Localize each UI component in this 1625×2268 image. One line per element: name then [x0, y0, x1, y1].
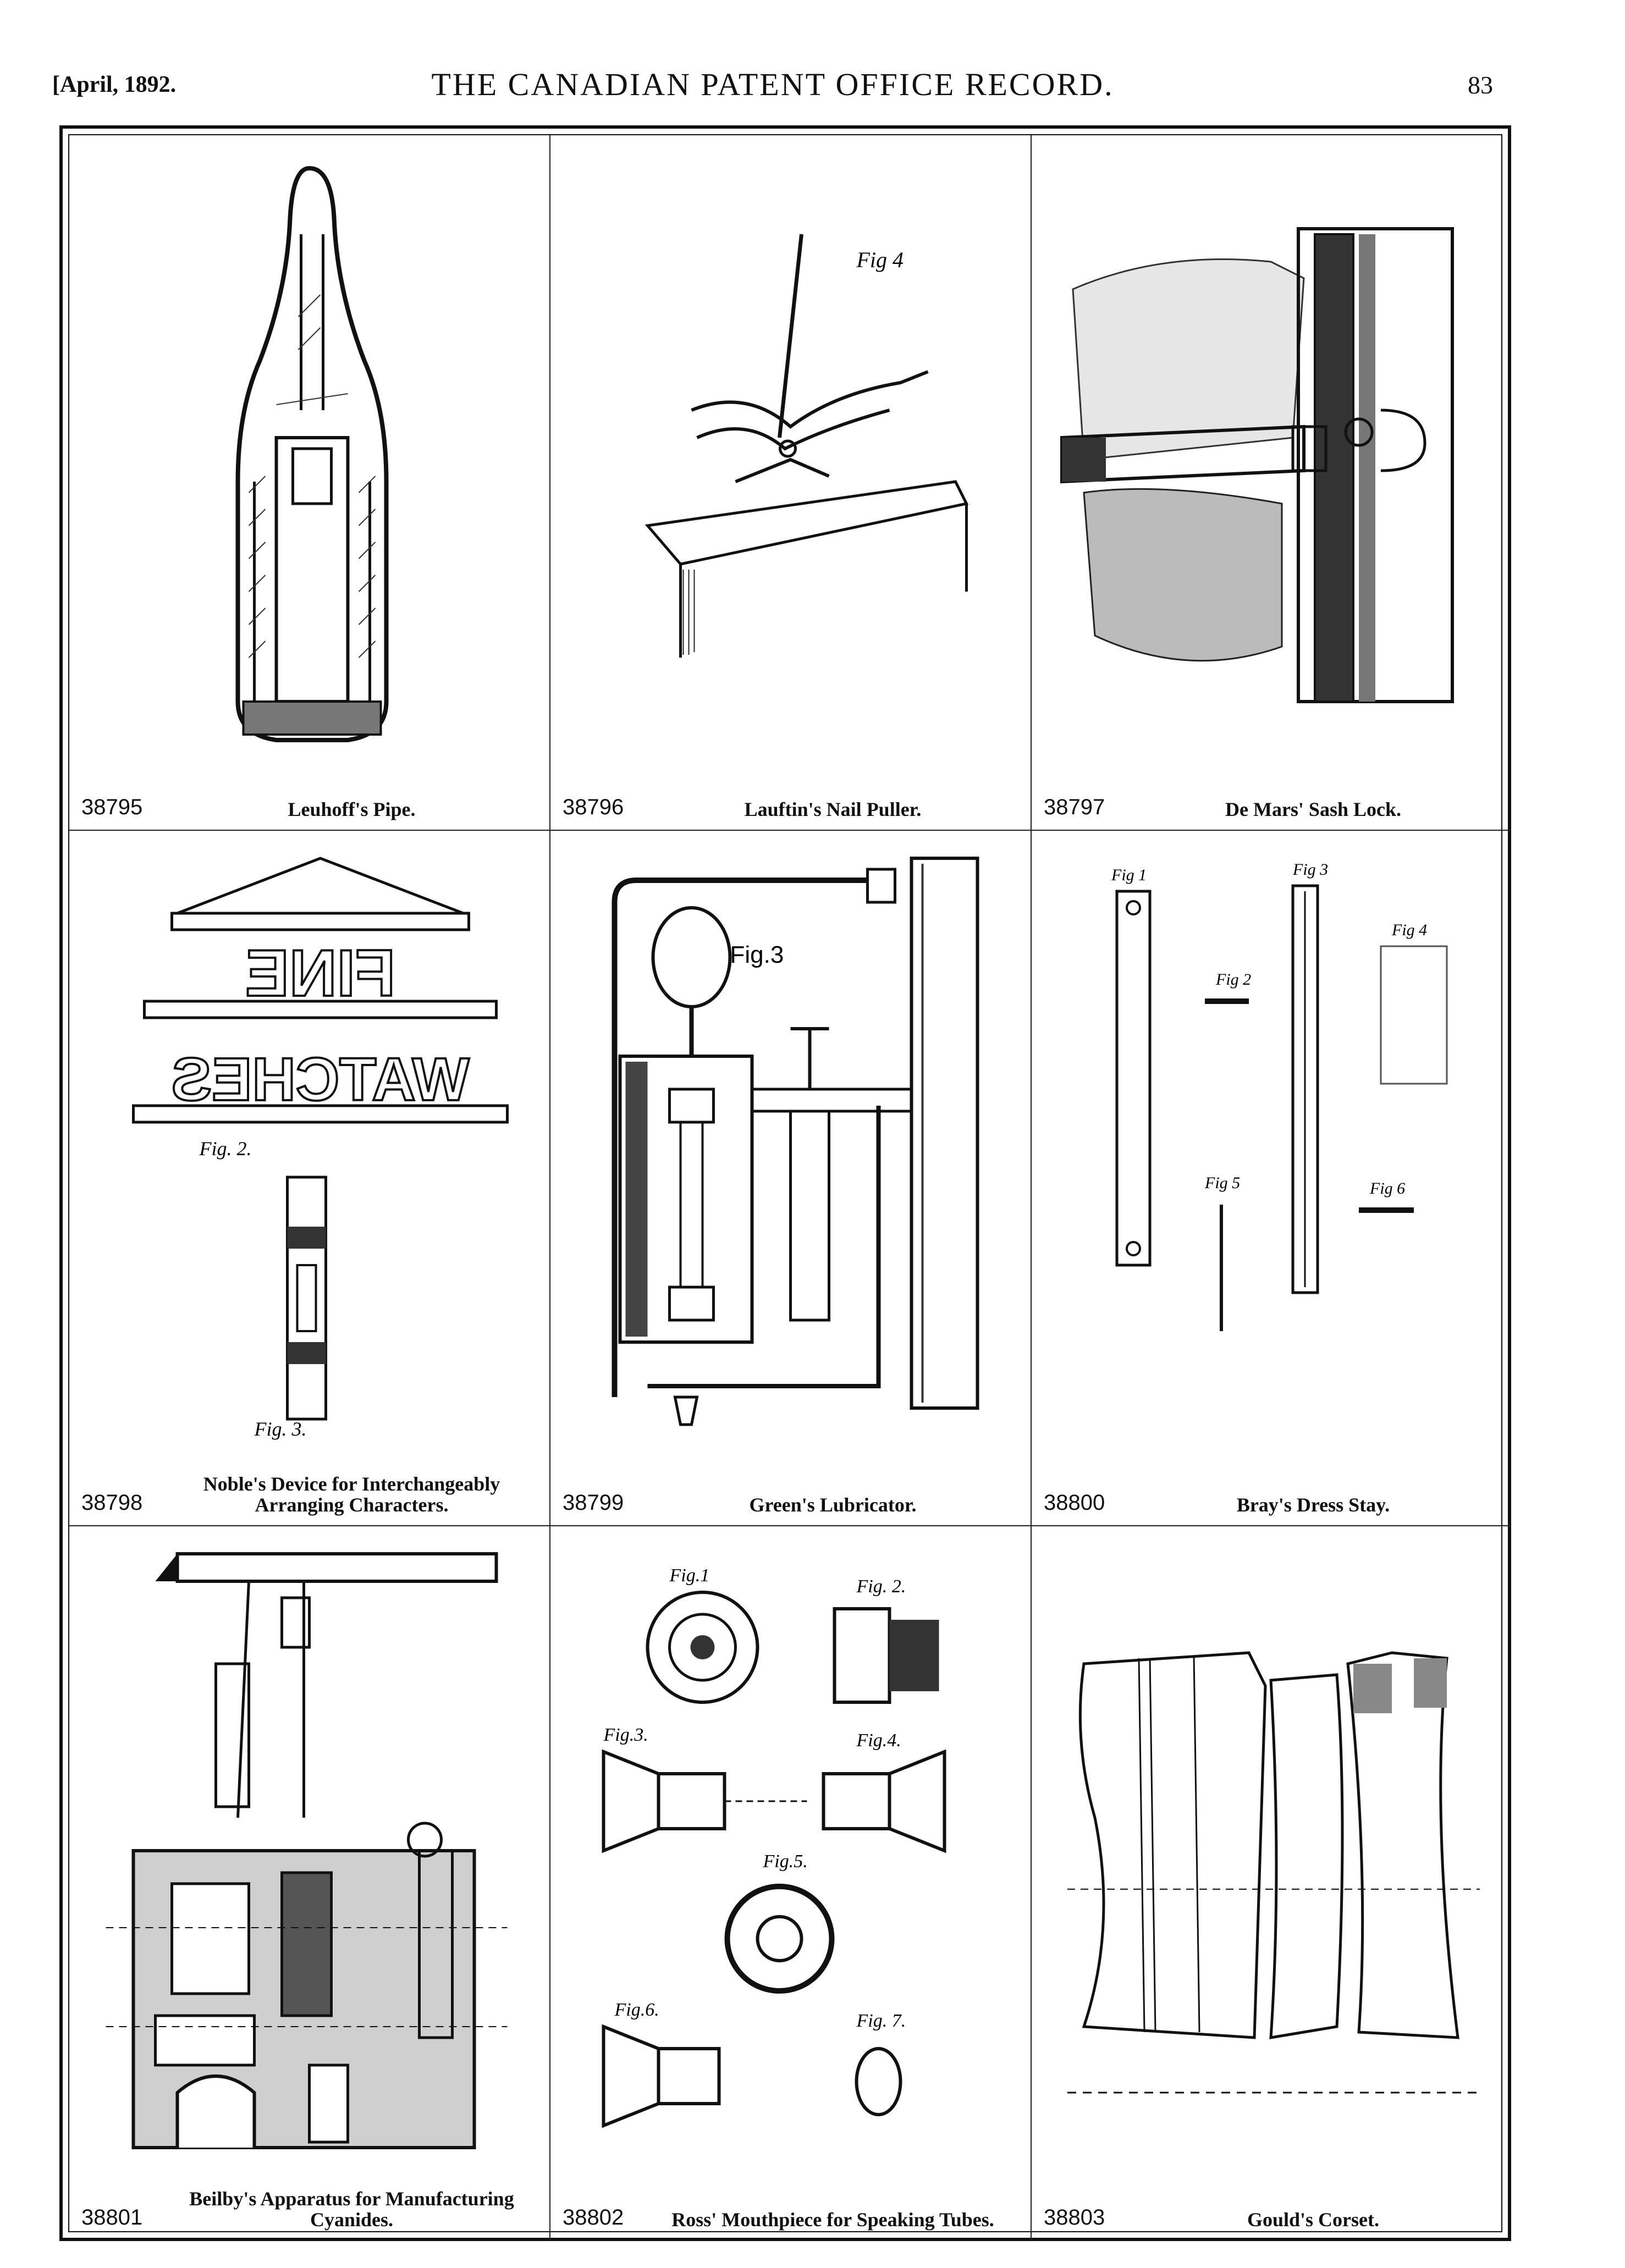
pipe-drawing — [86, 152, 533, 757]
patent-title-line-1: Beilby's Apparatus for Manufacturing — [189, 2188, 514, 2210]
svg-text:Fig.1: Fig.1 — [669, 1565, 710, 1586]
cyanide-apparatus-drawing — [86, 1543, 533, 2159]
patent-caption: 38800 Bray's Dress Stay. — [1044, 1471, 1500, 1515]
svg-text:Fig 3: Fig 3 — [1292, 860, 1328, 879]
lubricator-drawing: Fig.3 — [567, 847, 1014, 1452]
patent-number: 38798 — [81, 1491, 143, 1515]
corset-illustration — [1067, 1651, 1480, 2094]
svg-text:Fig 1: Fig 1 — [1111, 866, 1147, 884]
plate-inner-border: 38795 Leuhoff's Pipe. — [68, 134, 1510, 2240]
patent-caption: 38799 Green's Lubricator. — [563, 1471, 1021, 1515]
plate-frame: 38795 Leuhoff's Pipe. — [59, 125, 1511, 2241]
svg-text:Fig. 2.: Fig. 2. — [199, 1138, 252, 1160]
patent-title: Noble's Device for Interchangeably Arran… — [164, 1474, 539, 1515]
svg-text:Fig 2: Fig 2 — [1215, 970, 1251, 989]
patent-cell-38801: 38801 Beilby's Apparatus for Manufacturi… — [69, 1526, 550, 2240]
patent-number: 38800 — [1044, 1491, 1105, 1515]
svg-text:Fig 6: Fig 6 — [1369, 1179, 1405, 1198]
patent-title: Lauftin's Nail Puller. — [744, 798, 922, 820]
sash-lock-illustration — [1060, 227, 1454, 703]
lubricator-illustration: Fig.3 — [612, 857, 979, 1426]
patent-title: Ross' Mouthpiece for Speaking Tubes. — [671, 2209, 994, 2231]
patent-title: Beilby's Apparatus for Manufacturing Cya… — [164, 2188, 539, 2230]
patent-grid: 38795 Leuhoff's Pipe. — [69, 135, 1510, 2240]
patent-title-line-2: Arranging Characters. — [255, 1494, 449, 1516]
patent-caption: 38795 Leuhoff's Pipe. — [81, 776, 539, 820]
cyanide-apparatus-illustration — [106, 1552, 508, 2149]
dress-stay-drawing: Fig 1 Fig 2 Fig 3 Fig 4 Fig 5 Fig 6 — [1048, 847, 1494, 1441]
patent-number: 38802 — [563, 2205, 624, 2230]
patent-caption: 38803 Gould's Corset. — [1044, 2186, 1500, 2230]
svg-text:FINE: FINE — [245, 936, 395, 1010]
patent-cell-38803: 38803 Gould's Corset. — [1032, 1526, 1510, 2240]
svg-text:Fig. 2.: Fig. 2. — [856, 1576, 906, 1597]
patent-cell-38795: 38795 Leuhoff's Pipe. — [69, 135, 550, 831]
patent-caption: 38798 Noble's Device for Interchangeably… — [81, 1471, 539, 1515]
mouthpiece-illustration: Fig.1 Fig. 2. Fig.3. Fig.4. Fig.5. Fig.6… — [602, 1565, 946, 2128]
patent-caption: 38796 Lauftin's Nail Puller. — [563, 776, 1021, 820]
patent-title: Gould's Corset. — [1247, 2209, 1379, 2231]
patent-caption: 38802 Ross' Mouthpiece for Speaking Tube… — [563, 2186, 1021, 2230]
patent-title: Bray's Dress Stay. — [1236, 1494, 1390, 1516]
pipe-illustration — [235, 165, 389, 742]
character-device-illustration: FINE WATCHES Fig. 2. Fig. 3. — [132, 857, 509, 1440]
patent-number: 38796 — [563, 795, 624, 819]
patent-number: 38803 — [1044, 2205, 1105, 2230]
patent-number: 38799 — [563, 1491, 624, 1515]
svg-text:Fig. 3.: Fig. 3. — [254, 1418, 307, 1440]
patent-number: 38797 — [1044, 795, 1105, 819]
sash-lock-drawing — [1048, 152, 1494, 757]
character-device-drawing: FINE WATCHES Fig. 2. Fig. 3. — [86, 847, 533, 1441]
publication-title: THE CANADIAN PATENT OFFICE RECORD. — [431, 67, 1114, 102]
patent-title-line-1: Noble's Device for Interchangeably — [203, 1473, 500, 1495]
patent-title: De Mars' Sash Lock. — [1225, 798, 1401, 820]
patent-cell-38800: Fig 1 Fig 2 Fig 3 Fig 4 Fig 5 Fig 6 3880… — [1032, 831, 1510, 1526]
patent-title: Leuhoff's Pipe. — [288, 798, 416, 820]
nail-puller-drawing: Fig 4 — [567, 152, 1014, 757]
svg-text:WATCHES: WATCHES — [172, 1046, 470, 1113]
svg-text:Fig.5.: Fig.5. — [763, 1851, 808, 1872]
corset-drawing — [1048, 1543, 1494, 2159]
patent-title-line-2: Cyanides. — [310, 2209, 394, 2231]
patent-cell-38797: 38797 De Mars' Sash Lock. — [1032, 135, 1510, 831]
patent-number: 38801 — [81, 2205, 143, 2230]
patent-caption: 38797 De Mars' Sash Lock. — [1044, 776, 1500, 820]
patent-number: 38795 — [81, 795, 143, 819]
issue-date: [April, 1892. — [52, 72, 177, 97]
svg-text:Fig 4: Fig 4 — [856, 247, 904, 272]
patent-title: Green's Lubricator. — [749, 1494, 917, 1516]
patent-cell-38798: FINE WATCHES Fig. 2. Fig. 3. 38798 Noble… — [69, 831, 550, 1526]
patent-cell-38799: Fig.3 38799 Green's Lubricator. — [550, 831, 1032, 1526]
svg-text:Fig 5: Fig 5 — [1204, 1174, 1240, 1192]
mouthpiece-drawing: Fig.1 Fig. 2. Fig.3. Fig.4. Fig.5. Fig.6… — [567, 1543, 1014, 2159]
page-number: 83 — [1468, 71, 1493, 99]
page-header: [April, 1892. THE CANADIAN PATENT OFFICE… — [52, 66, 1493, 110]
svg-text:Fig.6.: Fig.6. — [614, 2000, 659, 2020]
svg-text:Fig.3: Fig.3 — [730, 941, 784, 968]
patent-cell-38796: Fig 4 38796 Lauftin's Nail Puller. — [550, 135, 1032, 831]
svg-text:Fig. 7.: Fig. 7. — [856, 2011, 906, 2031]
svg-text:Fig 4: Fig 4 — [1391, 921, 1427, 939]
patent-caption: 38801 Beilby's Apparatus for Manufacturi… — [81, 2184, 539, 2230]
patent-cell-38802: Fig.1 Fig. 2. Fig.3. Fig.4. Fig.5. Fig.6… — [550, 1526, 1032, 2240]
svg-text:Fig.3.: Fig.3. — [603, 1725, 648, 1745]
nail-puller-illustration: Fig 4 — [645, 234, 969, 658]
svg-text:Fig.4.: Fig.4. — [856, 1730, 901, 1751]
dress-stay-illustration: Fig 1 Fig 2 Fig 3 Fig 4 Fig 5 Fig 6 — [1111, 860, 1448, 1331]
